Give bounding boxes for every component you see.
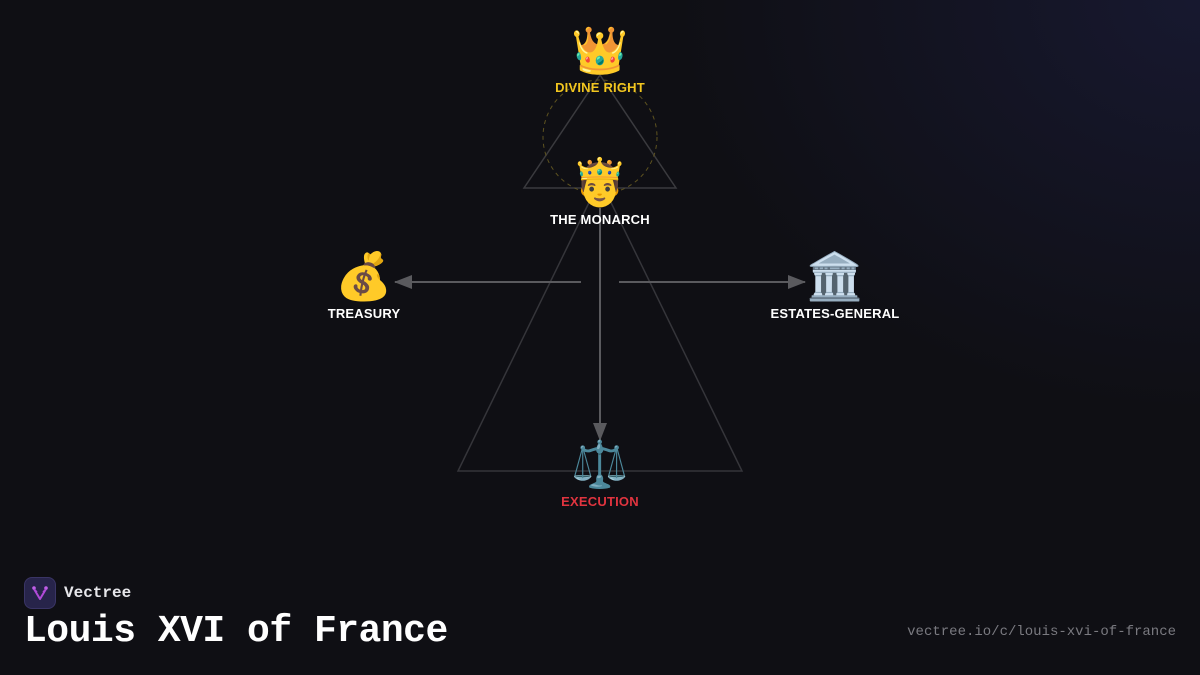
balance-scale-icon: ⚖️ [571, 438, 629, 490]
page-title: Louis XVI of France [24, 610, 448, 653]
node-execution[interactable]: ⚖️ EXECUTION [490, 436, 710, 509]
node-label: THE MONARCH [550, 212, 650, 227]
node-label: TREASURY [327, 306, 401, 321]
page-url[interactable]: vectree.io/c/louis-xvi-of-france [907, 624, 1176, 640]
classical-building-icon: 🏛️ [806, 250, 864, 302]
brand-name: Vectree [64, 584, 132, 602]
money-bag-icon: 💰 [335, 250, 393, 302]
node-label: EXECUTION [561, 494, 639, 509]
node-divine-right[interactable]: 👑 DIVINE RIGHT [490, 22, 710, 95]
dashed-halo [542, 79, 658, 195]
node-treasury[interactable]: 💰 TREASURY [254, 248, 474, 321]
small-triangle [522, 73, 678, 189]
vectree-logo-icon [24, 577, 56, 609]
large-triangle [456, 178, 744, 472]
prince-icon: 🤴 [571, 156, 629, 208]
brand[interactable]: Vectree [24, 577, 131, 609]
node-the-monarch[interactable]: 🤴 THE MONARCH [490, 154, 710, 227]
crown-icon: 👑 [571, 24, 629, 76]
node-label: ESTATES-GENERAL [770, 306, 900, 321]
node-label: DIVINE RIGHT [555, 80, 645, 95]
node-estates-general[interactable]: 🏛️ ESTATES-GENERAL [725, 248, 945, 321]
